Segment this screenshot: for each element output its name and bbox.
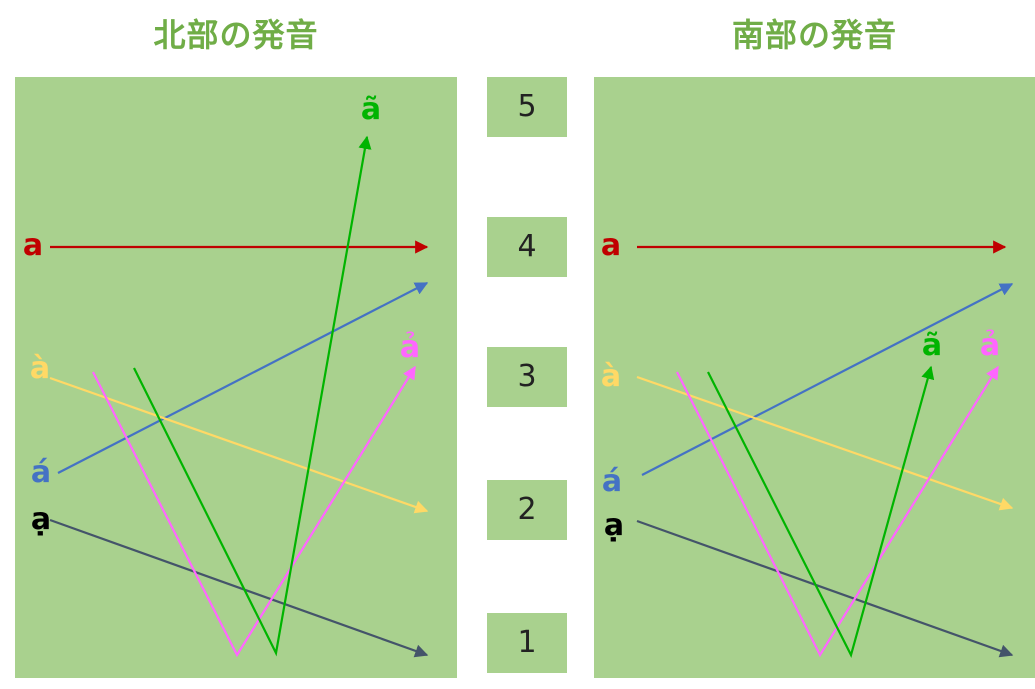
- north-contour-hoi: [92, 365, 416, 658]
- tone-level-3: 3: [487, 347, 567, 407]
- north-panel: [15, 77, 457, 678]
- north-label-ngang: a: [22, 228, 44, 263]
- tone-level-4: 4: [487, 217, 567, 277]
- north-title: 北部の発音: [153, 16, 319, 54]
- north-label-hoi: ả: [399, 330, 421, 365]
- south-label-sac: á: [601, 464, 623, 499]
- south-contour-diagram: [636, 240, 1014, 659]
- north-contour-huyen: [49, 376, 429, 514]
- north-label-sac: á: [30, 455, 52, 490]
- south-contour-hoi: [676, 365, 999, 658]
- south-title: 南部の発音: [731, 16, 897, 54]
- north-contour-sac: [57, 282, 429, 474]
- north-label-nga: ã: [360, 92, 382, 127]
- south-panel: [594, 77, 1035, 678]
- south-contour-sac: [641, 283, 1014, 476]
- south-label-hoi: ả: [979, 328, 1001, 363]
- north-contour-nga: [133, 135, 372, 657]
- north-label-nang: ạ: [30, 502, 52, 537]
- south-label-huyen: à: [600, 359, 622, 394]
- north-label-huyen: à: [29, 351, 51, 386]
- north-contour-diagram: [49, 135, 429, 658]
- tone-level-2: 2: [487, 480, 567, 540]
- south-label-nang: ạ: [603, 508, 625, 543]
- south-label-ngang: a: [600, 228, 622, 263]
- south-contour-nga: [707, 365, 935, 659]
- south-label-nga: ã: [921, 328, 943, 363]
- north-contour-nang: [49, 518, 429, 658]
- south-contour-nang: [636, 519, 1014, 658]
- south-contour-huyen: [636, 375, 1014, 511]
- tone-level-1: 1: [487, 613, 567, 673]
- tone-level-5: 5: [487, 77, 567, 137]
